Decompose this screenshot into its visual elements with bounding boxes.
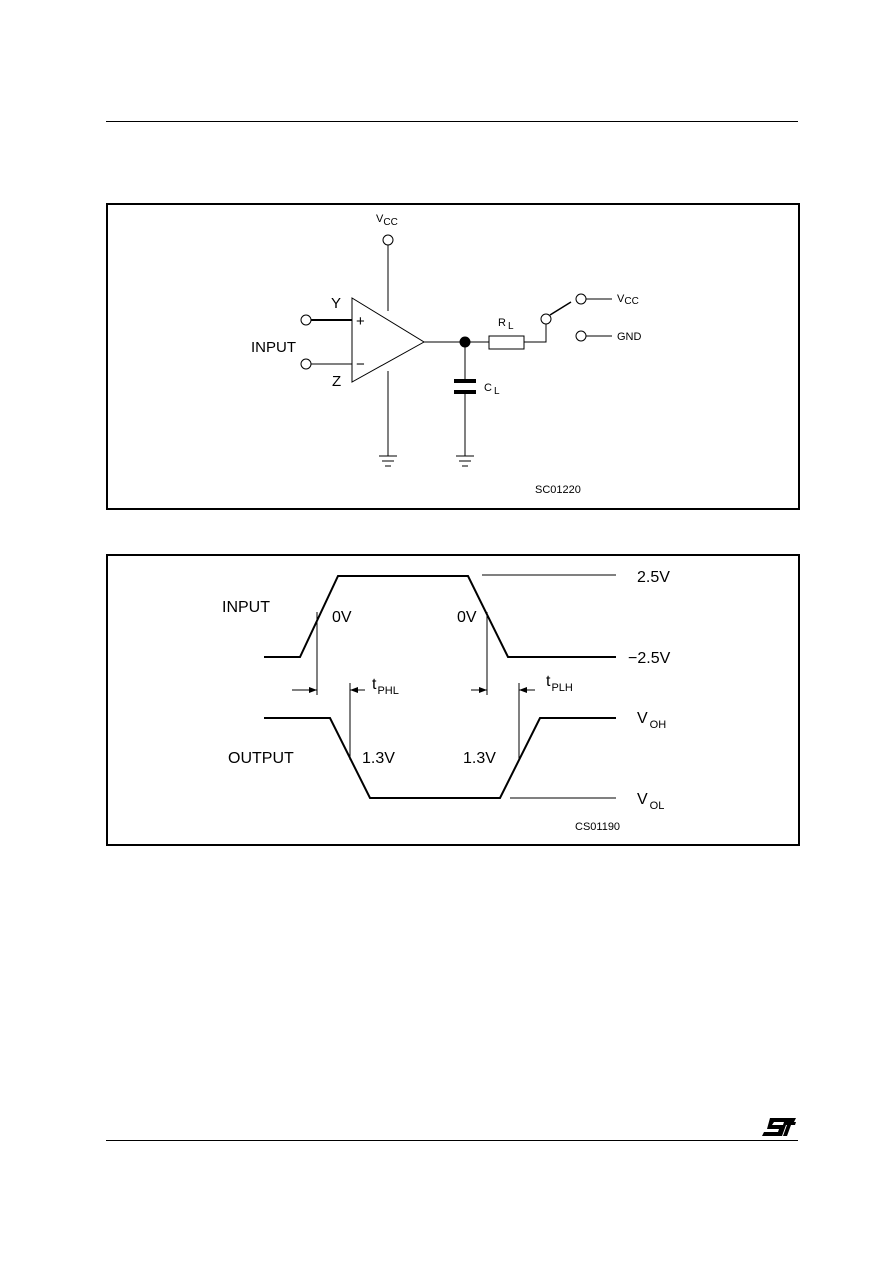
amp-ground-symbol xyxy=(379,455,397,467)
vcc-top-terminal xyxy=(382,234,394,246)
tphl-arrowhead-left xyxy=(309,687,317,693)
input-y-label: Y xyxy=(331,295,341,312)
input-z-terminal xyxy=(300,358,312,370)
plus-label: + xyxy=(356,313,365,330)
switch-arm xyxy=(549,301,572,316)
label-tphl: tPHL xyxy=(372,676,399,697)
label-0v-left: 0V xyxy=(332,609,352,626)
header-rule xyxy=(106,121,798,122)
label-neg-2.5v: −2.5V xyxy=(628,650,671,667)
tplh-arrowhead-left xyxy=(479,687,487,693)
capacitor-ground-symbol xyxy=(456,455,474,467)
input-waveform xyxy=(264,575,616,658)
footer-rule xyxy=(106,1140,798,1141)
label-0v-right: 0V xyxy=(457,609,477,626)
tphl-arrowhead-right xyxy=(350,687,358,693)
output-node xyxy=(459,336,471,348)
st-logo: ST xyxy=(762,1118,796,1136)
amplifier-symbol xyxy=(351,297,425,383)
vcc-top-label: VCC xyxy=(376,213,398,228)
input-y-terminal xyxy=(300,314,312,326)
label-1.3v-right: 1.3V xyxy=(463,750,496,767)
timing-code: CS01190 xyxy=(575,821,620,833)
label-2.5v: 2.5V xyxy=(637,569,670,586)
tplh-arrowhead-right xyxy=(519,687,527,693)
circuit-code: SC01220 xyxy=(535,484,581,496)
input-z-label: Z xyxy=(332,373,341,390)
timing-waveform-diagram: INPUT OUTPUT 2.5V −2.5V 0V 0V tPHL tPLH … xyxy=(222,569,671,833)
switch-gnd-terminal xyxy=(575,330,587,342)
timing-waveform-panel: INPUT OUTPUT 2.5V −2.5V 0V 0V tPHL tPLH … xyxy=(106,554,800,846)
vcc-right-label: VCC xyxy=(617,293,639,307)
switch-vcc-terminal xyxy=(575,293,587,305)
output-label: OUTPUT xyxy=(228,750,294,767)
input-label: INPUT xyxy=(251,339,296,356)
minus-label: − xyxy=(356,356,365,373)
load-resistor xyxy=(488,335,525,350)
output-waveform xyxy=(264,717,616,799)
resistor-switch-wire xyxy=(524,324,547,343)
label-tplh: tPLH xyxy=(546,673,573,694)
input-label: INPUT xyxy=(222,599,270,616)
gnd-label: GND xyxy=(617,331,642,343)
label-1.3v-left: 1.3V xyxy=(362,750,395,767)
switch-pivot-terminal xyxy=(540,313,552,325)
